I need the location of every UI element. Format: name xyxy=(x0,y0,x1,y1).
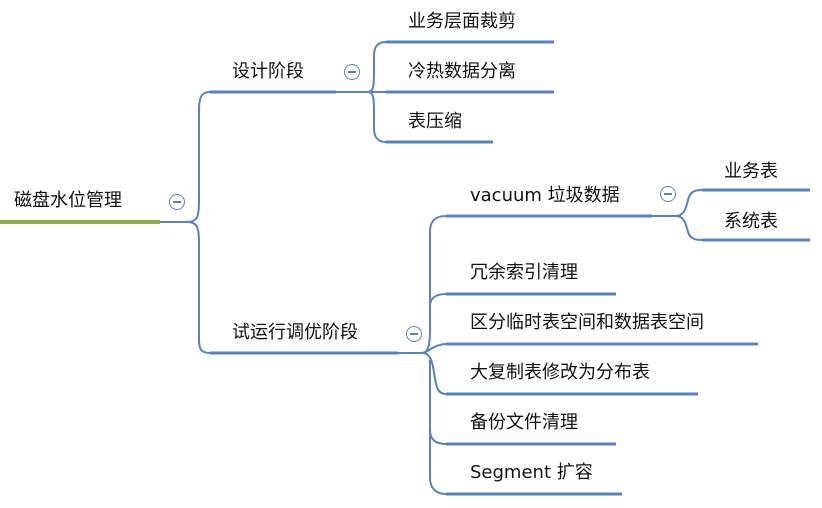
node-label-trial-4[interactable]: 大复制表修改为分布表 xyxy=(470,362,650,383)
branch-label-trial[interactable]: 试运行调优阶段 xyxy=(232,322,358,343)
node-label-trial-5[interactable]: 备份文件清理 xyxy=(470,412,578,433)
node-label-vacuum-2[interactable]: 系统表 xyxy=(724,211,778,232)
collapse-trial-icon[interactable] xyxy=(406,326,422,342)
connector-root-trial xyxy=(186,221,211,354)
collapse-design-icon[interactable] xyxy=(344,64,360,80)
node-label-design-2[interactable]: 冷热数据分离 xyxy=(408,61,516,82)
collapse-root-icon[interactable] xyxy=(169,194,185,210)
collapse-vacuum-icon[interactable] xyxy=(660,186,676,202)
node-label-design-1[interactable]: 业务层面裁剪 xyxy=(408,11,516,32)
connector-vacuum-g1 xyxy=(652,189,703,217)
connector-trial-c3 xyxy=(421,343,447,354)
node-label-trial-6[interactable]: Segment 扩容 xyxy=(470,462,593,483)
node-label-trial-3[interactable]: 区分临时表空间和数据表空间 xyxy=(470,312,704,333)
connector-trial-c4 xyxy=(421,352,447,395)
connector-trial-c5 xyxy=(429,360,447,445)
connector-design-c3 xyxy=(367,91,387,143)
node-label-design-3[interactable]: 表压缩 xyxy=(408,111,462,132)
node-label-trial-1[interactable]: vacuum 垃圾数据 xyxy=(470,185,620,206)
node-label-vacuum-1[interactable]: 业务表 xyxy=(724,161,778,182)
node-label-trial-2[interactable]: 冗余索引清理 xyxy=(470,262,578,283)
connector-trial-c6 xyxy=(429,420,447,495)
connector-root-design xyxy=(160,91,211,223)
connector-design-c1 xyxy=(336,41,387,93)
connector-trial-c2 xyxy=(429,293,447,330)
connector-vacuum-g2 xyxy=(675,215,703,241)
branch-label-design[interactable]: 设计阶段 xyxy=(232,61,304,82)
root-node-label[interactable]: 磁盘水位管理 xyxy=(14,190,122,211)
